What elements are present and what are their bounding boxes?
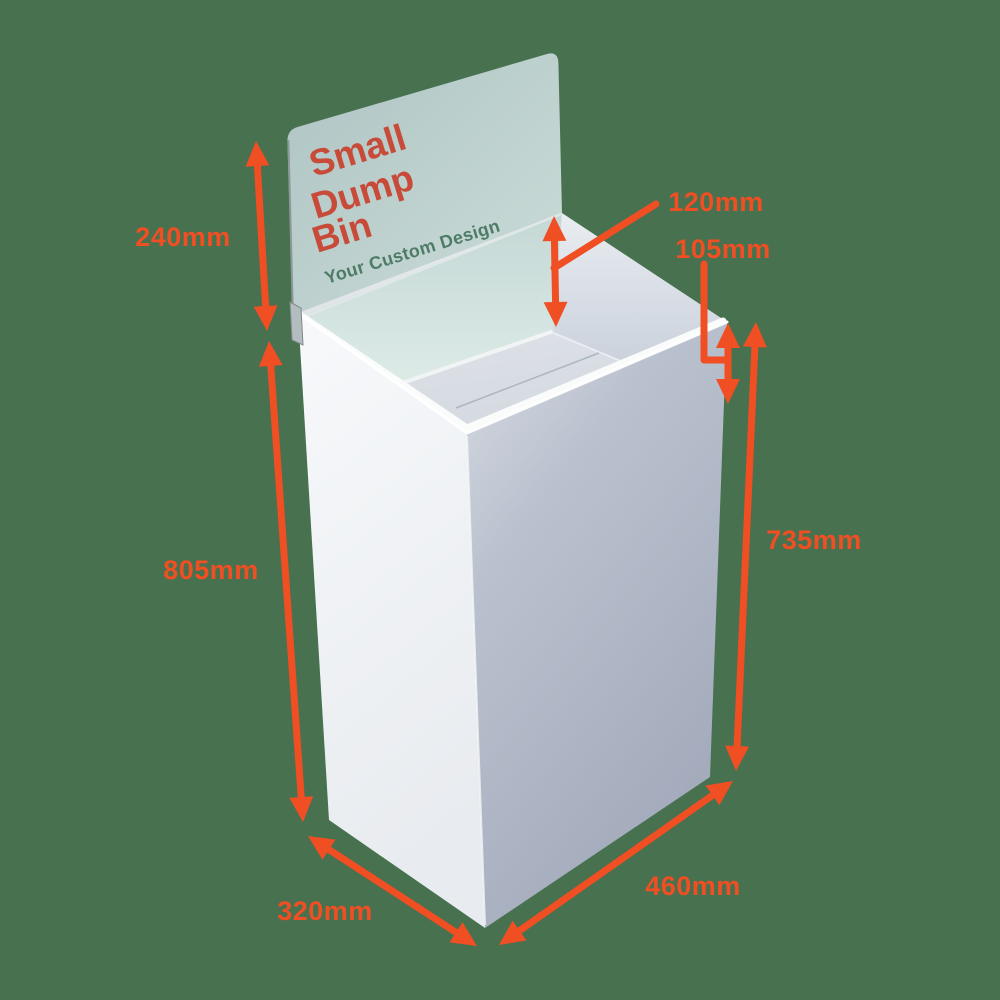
panel-slot-tab	[289, 301, 304, 346]
back-wall-top-edge	[293, 212, 562, 323]
dimension-arrows	[245, 141, 767, 946]
dim-arrow-front-height	[725, 322, 767, 771]
dim-label-opening-depth: 120mm	[668, 187, 764, 217]
floor-back-edge-highlight	[403, 330, 553, 384]
dim-arrow-panel-height	[245, 141, 278, 331]
dim-arrow-front-drop	[716, 323, 740, 404]
bin-front-face	[467, 322, 727, 928]
bin-left-face	[298, 313, 485, 928]
dim-arrow-base-length	[499, 781, 733, 945]
dim-leader-front-drop	[700, 260, 729, 364]
dim-label-front-height: 735mm	[766, 525, 862, 555]
dim-label-base-length: 460mm	[645, 871, 741, 901]
bin-interior-right-wall	[553, 214, 727, 372]
dim-arrow-back-height	[258, 341, 314, 822]
header-panel-edge	[287, 139, 294, 319]
dim-arrow-opening-depth	[542, 216, 568, 327]
bin-exterior	[289, 301, 729, 928]
header-panel	[287, 53, 562, 324]
floor-seam-line	[455, 352, 600, 409]
bin-interior	[293, 212, 727, 433]
dim-label-panel-height: 240mm	[135, 222, 231, 252]
bin-front-corner-highlight	[466, 435, 486, 926]
dim-label-back-height: 805mm	[163, 555, 259, 585]
dim-label-base-depth: 320mm	[277, 896, 373, 926]
bin-top-edge-highlight	[296, 311, 729, 435]
bin-interior-back-wall	[296, 214, 562, 383]
dim-arrow-base-depth	[308, 836, 477, 946]
dim-label-front-drop: 105mm	[675, 234, 771, 264]
dim-leader-opening-depth	[550, 200, 660, 272]
header-panel-card	[287, 53, 562, 324]
dimension-labels: 240mm 120mm 105mm 805mm 735mm 460mm 320m…	[135, 187, 862, 926]
